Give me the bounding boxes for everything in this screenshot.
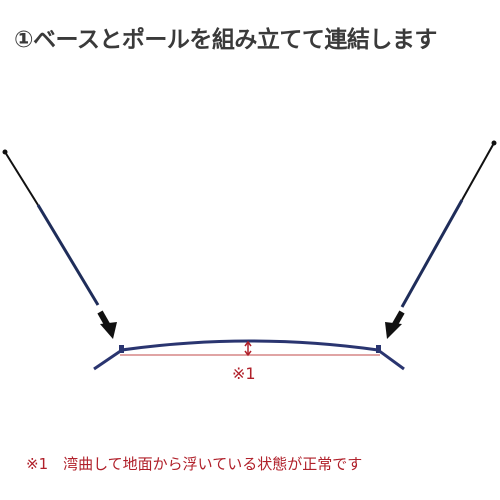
left-pointer-arrow xyxy=(97,310,117,339)
right-joint xyxy=(376,345,381,353)
curved-base xyxy=(93,339,405,371)
step-title: ①ベースとポールを組み立てて連結します xyxy=(14,27,437,53)
left-joint xyxy=(119,345,124,353)
right-pointer-arrow xyxy=(385,310,405,339)
right-pole xyxy=(400,140,497,308)
footnote: ※1 湾曲して地面から浮いている状態が正常です xyxy=(26,455,363,473)
note-mark: ※1 xyxy=(232,364,256,383)
left-pole xyxy=(2,149,100,306)
gap-indicator xyxy=(244,340,252,357)
